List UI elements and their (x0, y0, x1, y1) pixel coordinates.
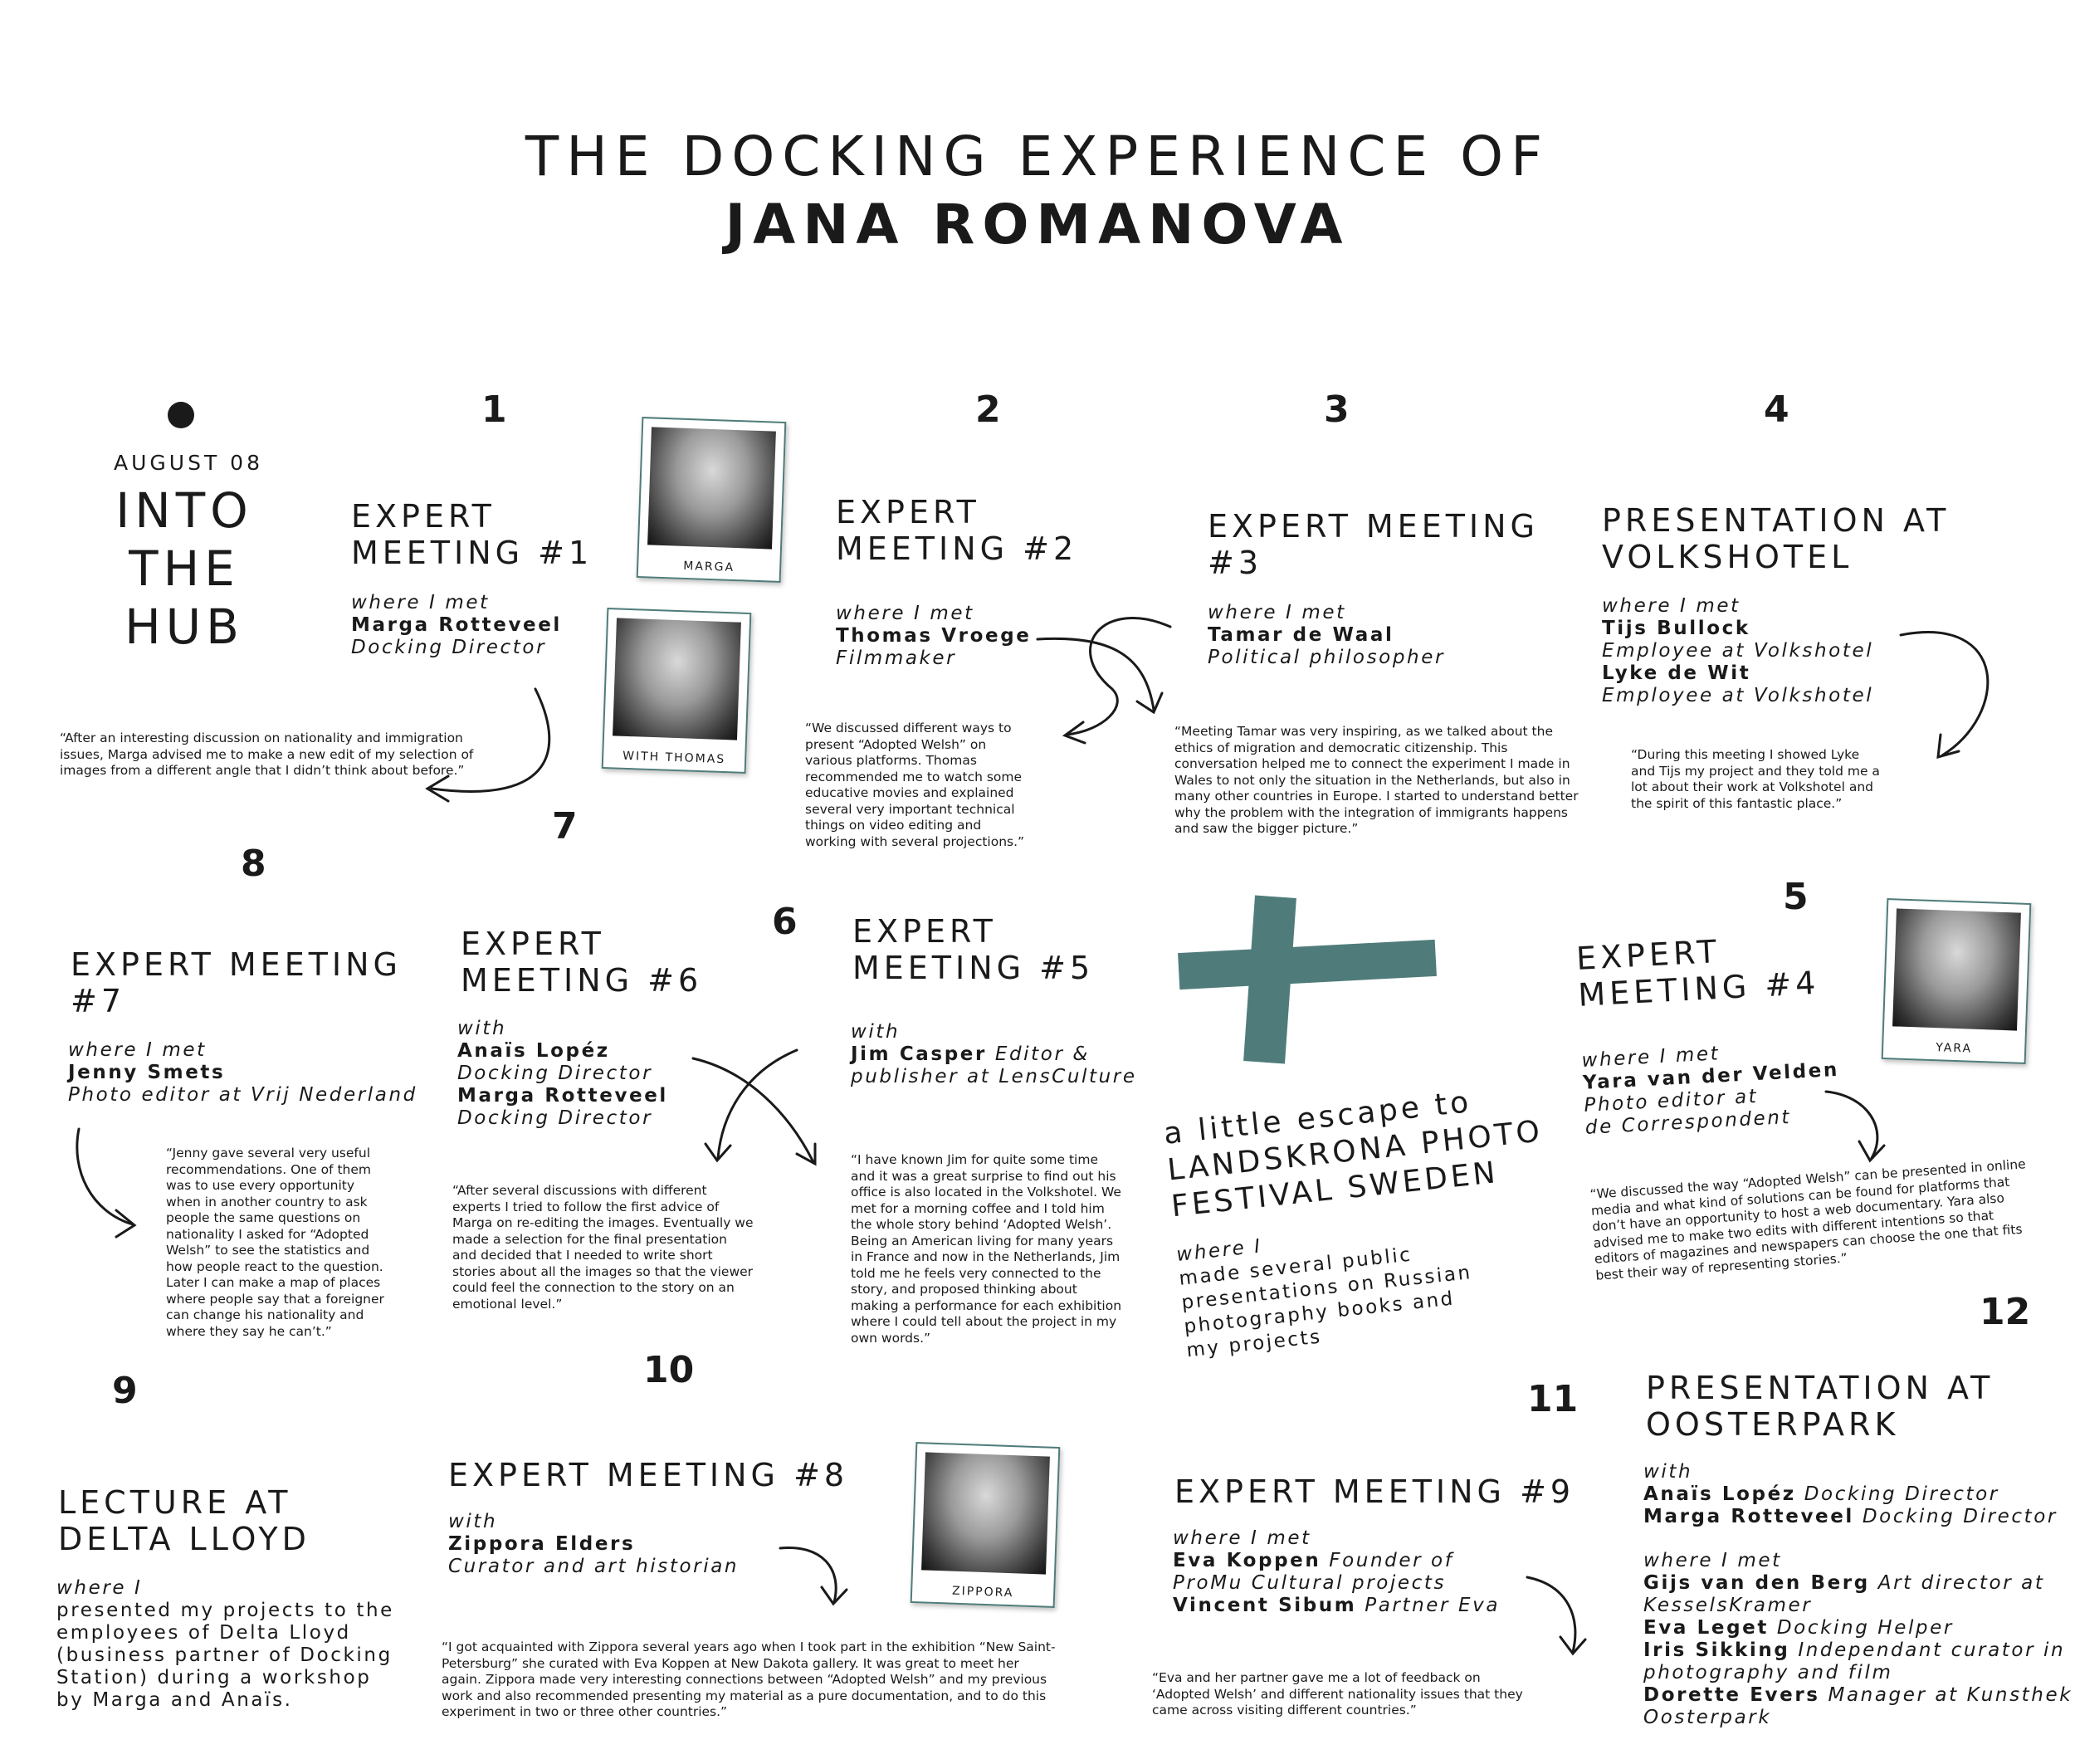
step-number-1: 1 (481, 388, 507, 431)
step-number-7: 7 (552, 805, 578, 848)
curved-arrow-icon (76, 1127, 134, 1226)
m11-quote: “Eva and her partner gave me a lot of fe… (1152, 1670, 1523, 1718)
photo-with-thomas: WITH THOMAS (601, 608, 752, 774)
curved-arrow-icon (716, 1048, 798, 1160)
photo-yara: YARA (1881, 898, 2032, 1064)
photo-zippora: ZIPPORA (910, 1442, 1061, 1608)
hub-date: AUGUST 08 (114, 451, 263, 475)
step-number-3: 3 (1324, 388, 1350, 431)
curved-arrow-icon (430, 687, 551, 793)
curved-arrow-icon (1526, 1576, 1577, 1654)
curved-arrow-icon (1899, 631, 1990, 757)
m3-heading: EXPERT MEETING#3 (1208, 508, 1539, 581)
step-number-6: 6 (772, 901, 798, 943)
m6-info: with Jim Casper Editor & publisher at Le… (851, 1021, 1137, 1087)
m4-quote: “During this meeting I showed Lyke and T… (1631, 747, 1880, 811)
step-number-2: 2 (975, 388, 1001, 431)
step-number-12: 12 (1980, 1291, 2031, 1333)
photo-marga: MARGA (636, 417, 787, 583)
step-number-8: 8 (241, 843, 266, 885)
m1-quote: “After an interesting discussion on nati… (60, 731, 474, 778)
m11-info: where I met Eva Koppen Founder of ProMu … (1173, 1527, 1501, 1616)
dot-icon (168, 402, 194, 428)
curved-arrow-icon (1036, 637, 1155, 711)
m10-quote: “I got acquainted with Zippora several y… (442, 1639, 1056, 1719)
curved-arrow-icon (779, 1546, 837, 1604)
step-number-11: 11 (1527, 1378, 1579, 1420)
m2-quote: “We discussed different ways to present … (805, 721, 1025, 849)
curved-arrow-icon (691, 1057, 815, 1164)
page-title-line2: JANA ROMANOVA (725, 193, 1350, 257)
page-title-line1: THE DOCKING EXPERIENCE OF (525, 125, 1550, 188)
step-number-10: 10 (643, 1349, 695, 1391)
step-number-4: 4 (1764, 388, 1789, 431)
curved-arrow-icon (1065, 617, 1172, 736)
m12-info: with Anaïs Lopéz Docking Director Marga … (1643, 1461, 2073, 1728)
m11-heading: EXPERT MEETING #9 (1174, 1473, 1575, 1510)
m7-quote: “After several discussions with differen… (452, 1183, 754, 1312)
m10-heading: EXPERT MEETING #8 (448, 1457, 849, 1493)
m6-quote: “I have known Jim for quite some time an… (851, 1152, 1122, 1346)
m8-heading: EXPERT MEETING#7 (71, 946, 402, 1019)
m3-quote: “Meeting Tamar was very inspiring, as we… (1174, 724, 1579, 836)
step-number-9: 9 (112, 1370, 138, 1412)
step-number-5: 5 (1783, 876, 1809, 918)
m8-quote: “Jenny gave several very useful recommen… (166, 1146, 384, 1339)
plus-icon (1178, 895, 1437, 1064)
curved-arrow-icon (1824, 1090, 1879, 1160)
